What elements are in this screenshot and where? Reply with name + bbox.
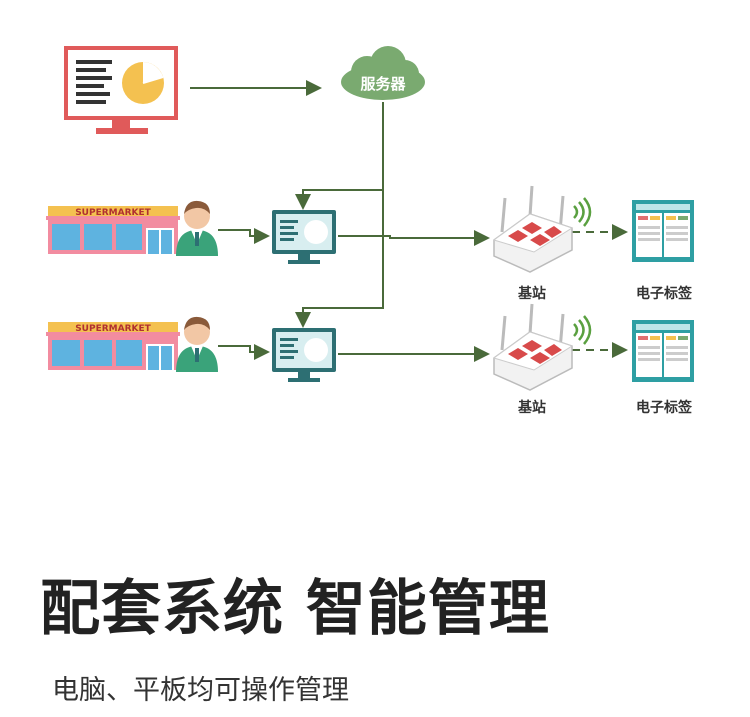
server-to-terminal-1-line xyxy=(295,102,384,210)
connection-lines xyxy=(190,80,628,362)
base-station-1-icon: 基站 xyxy=(492,185,592,302)
terminal-1-icon xyxy=(272,210,336,264)
base-station-2-icon: 基站 xyxy=(492,303,592,416)
store-sign: SUPERMARKET xyxy=(75,324,151,334)
supermarket-1-icon: SUPERMARKET xyxy=(46,206,180,254)
staff-2-icon xyxy=(176,316,218,372)
esl-label: 电子标签 xyxy=(636,399,693,416)
esl-label: 电子标签 xyxy=(636,285,693,302)
staff-1-icon xyxy=(176,200,218,256)
system-diagram: 服务器 SUPERMARKET SUPERMARKET xyxy=(46,46,694,416)
server-cloud-icon: 服务器 xyxy=(341,46,425,100)
terminal-2-icon xyxy=(272,328,336,382)
base-station-label: 基站 xyxy=(518,285,546,302)
server-to-terminal-2-line xyxy=(295,190,384,328)
supermarket-2-icon: SUPERMARKET xyxy=(46,322,180,370)
store-sign: SUPERMARKET xyxy=(75,208,151,218)
base-station-label: 基站 xyxy=(518,399,546,416)
headline: 配套系统 智能管理 xyxy=(40,574,550,644)
server-label: 服务器 xyxy=(360,75,406,93)
store-2-to-terminal-line xyxy=(218,344,270,360)
esl-2-icon: 电子标签 xyxy=(632,320,694,416)
esl-1-icon: 电子标签 xyxy=(632,200,694,302)
management-pc-icon xyxy=(64,46,178,134)
store-1-to-terminal-line xyxy=(218,228,270,244)
terminal-1-to-base-line xyxy=(338,230,490,246)
subline: 电脑、平板均可操作管理 xyxy=(52,675,349,706)
